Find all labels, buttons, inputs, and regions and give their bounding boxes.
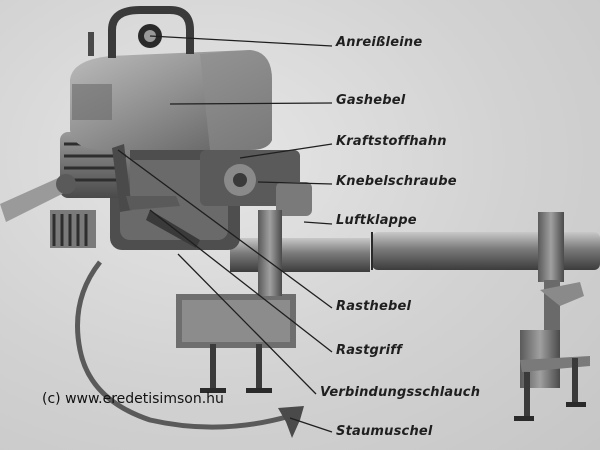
leader-staumuschel — [289, 417, 333, 433]
leader-lines — [117, 35, 333, 433]
copyright-credit: (c) www.eredetisimson.hu — [42, 391, 224, 407]
spark-plug — [0, 174, 76, 222]
leader-anreissleine — [149, 35, 333, 47]
leader-rasthebel — [117, 149, 333, 309]
label-verbindungsschlauch: Verbindungsschlauch — [320, 385, 481, 400]
fuel-tank — [70, 50, 272, 150]
leader-kraftstoffhahn — [239, 143, 333, 159]
leader-knebelschraube — [257, 181, 333, 185]
right-clamp — [514, 212, 590, 421]
label-knebelschraube: Knebelschraube — [336, 174, 457, 189]
leader-luftklappe — [303, 221, 333, 225]
connection-hose — [75, 260, 291, 430]
carburetor — [200, 150, 312, 296]
baffle-shell-shape — [278, 406, 304, 438]
label-gashebel: Gashebel — [336, 93, 406, 108]
label-rastgriff: Rastgriff — [336, 343, 403, 358]
leader-verbindungsschlauch — [177, 253, 317, 395]
starter-handle — [88, 6, 194, 58]
leader-gashebel — [169, 102, 333, 105]
mount-bracket — [176, 294, 296, 393]
label-anreissleine: Anreißleine — [336, 35, 423, 50]
leader-rastgriff — [149, 209, 333, 353]
label-rasthebel: Rasthebel — [336, 299, 412, 314]
label-kraftstoffhahn: Kraftstoffhahn — [336, 134, 447, 149]
label-staumuschel: Staumuschel — [336, 424, 433, 439]
label-luftklappe: Luftklappe — [336, 213, 417, 228]
